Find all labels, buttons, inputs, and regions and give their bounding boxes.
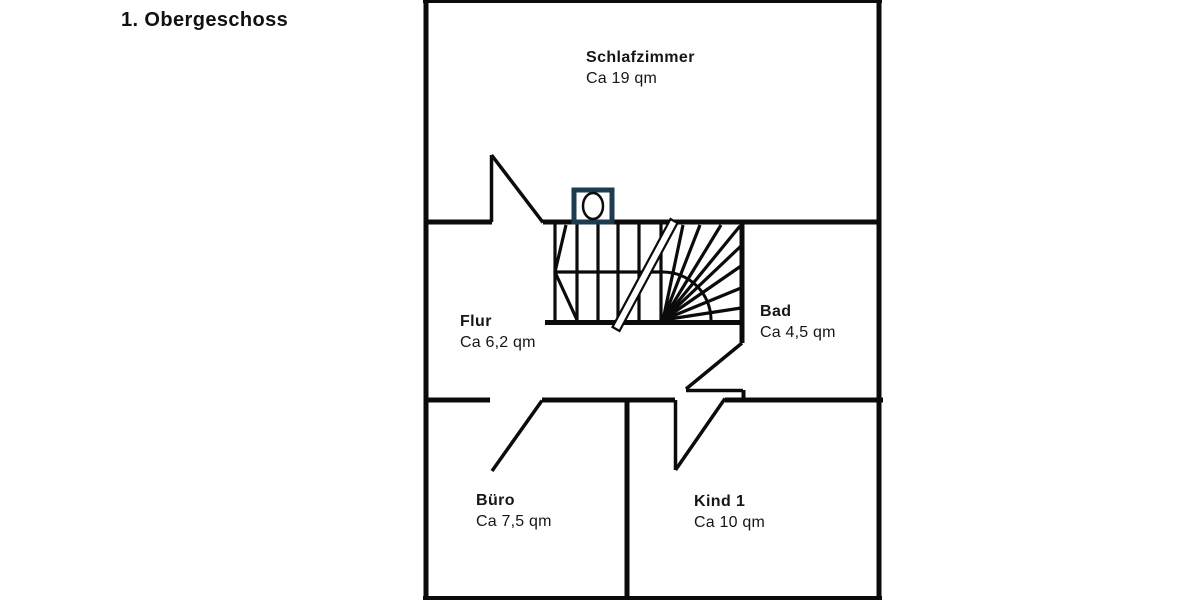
stair-walk-line [611,217,679,333]
room-label-schlafzimmer: Schlafzimmer Ca 19 qm [586,47,695,89]
room-area: Ca 7,5 qm [476,513,552,530]
staircase [545,217,743,333]
page-title: 1. Obergeschoss [121,9,289,31]
room-name: Büro [476,492,515,509]
room-name: Flur [460,313,492,330]
room-area: Ca 4,5 qm [760,324,836,341]
window-glass-oval [581,191,605,221]
room-name: Kind 1 [694,493,746,510]
window-icon [571,187,615,225]
outer-walls [423,0,882,600]
room-area: Ca 10 qm [694,514,765,531]
room-label-kind1: Kind 1 Ca 10 qm [694,491,765,533]
room-area: Ca 19 qm [586,70,657,87]
room-label-buero: Büro Ca 7,5 qm [476,490,552,532]
room-label-flur: Flur Ca 6,2 qm [460,311,536,353]
interior-walls [423,219,883,598]
door-buero [490,399,544,473]
room-area: Ca 6,2 qm [460,334,536,351]
door-kind1 [673,397,727,471]
door-bad [684,341,746,400]
room-label-bad: Bad Ca 4,5 qm [760,301,836,343]
room-name: Schlafzimmer [586,49,695,66]
room-name: Bad [760,303,792,320]
door-schlafzimmer [489,153,545,224]
